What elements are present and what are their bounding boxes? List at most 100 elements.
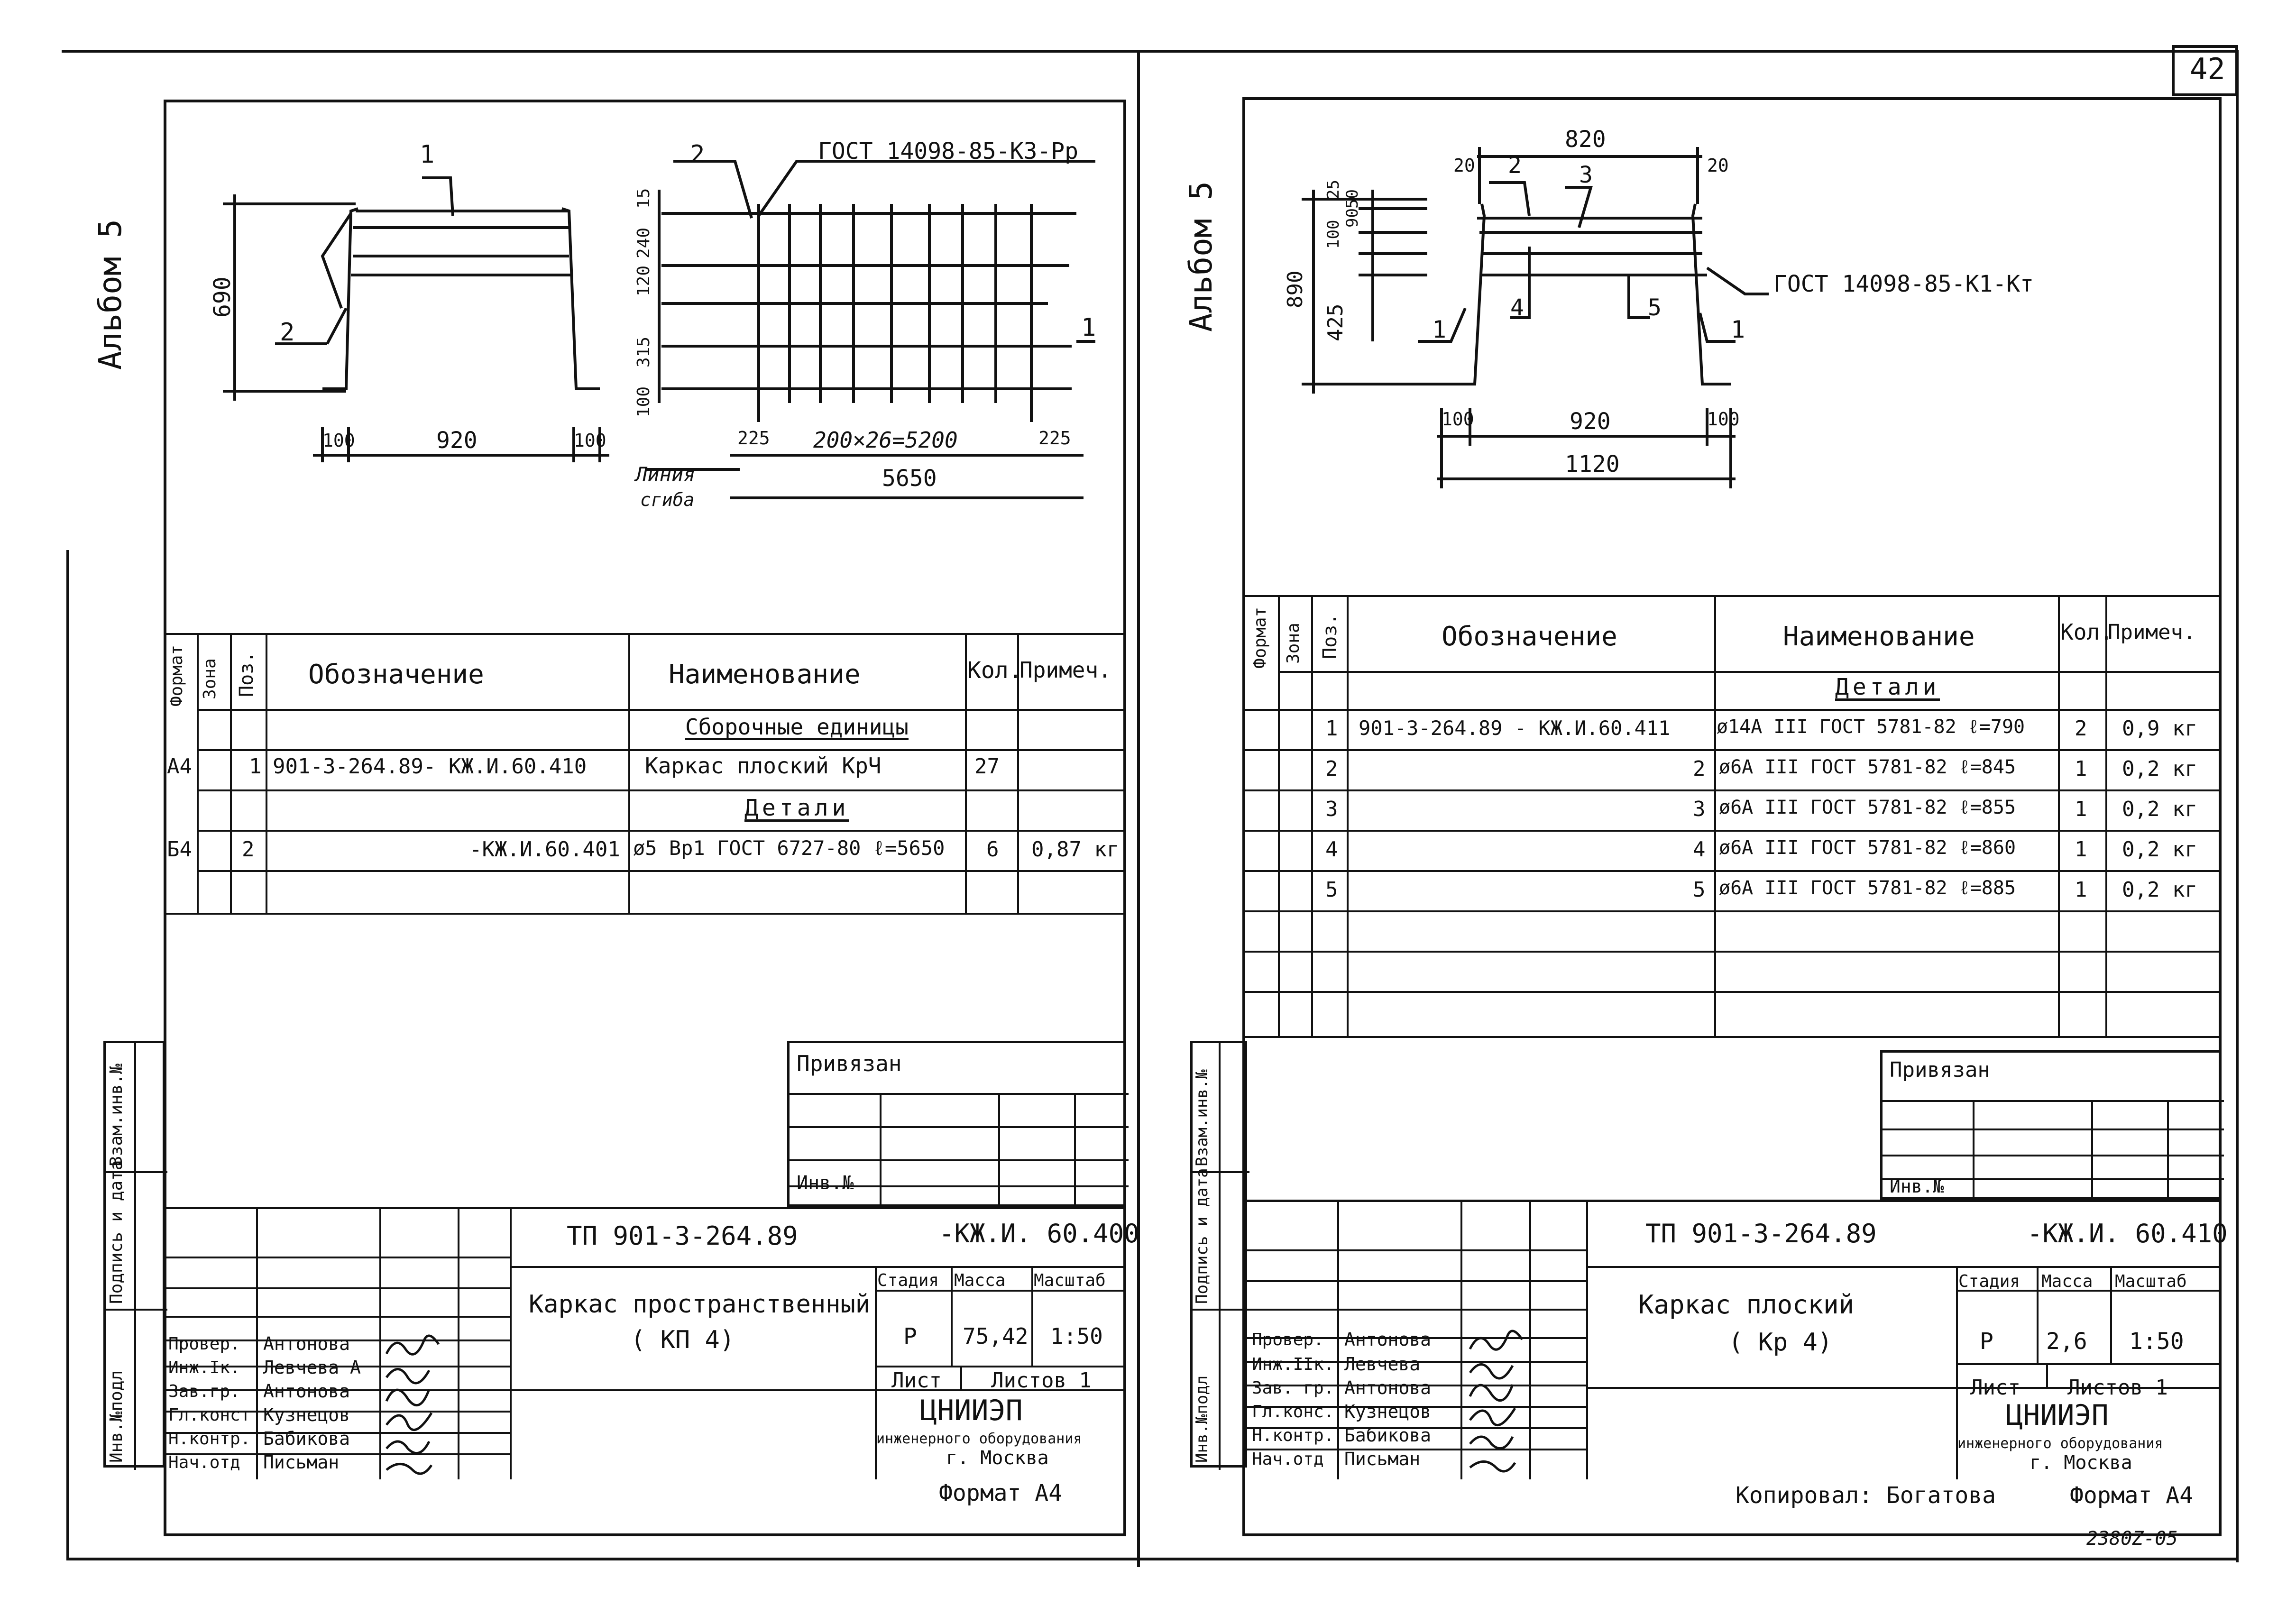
right-title-block (1245, 1200, 2222, 1479)
right-privyazan-label: Привязан (1890, 1058, 1990, 1082)
right-title-mass-h: Масса (2041, 1272, 2093, 1291)
right-title-format: Формат А4 (2070, 1482, 2194, 1509)
right-row-3-name: ø6А III ГОСТ 5781-82 ℓ=855 (1719, 797, 2016, 818)
left-role-1: Инж.Iк. (168, 1358, 240, 1377)
left-role-0-name: Антонова (263, 1333, 350, 1354)
left-gost-label: ГОСТ 14098-85-К3-Рр (818, 138, 1079, 165)
right-role-1-name: Левчева (1344, 1354, 1421, 1375)
left-role-2: Зав.гр. (168, 1382, 240, 1401)
left-title-sheet-code: -КЖ.И. 60.400 (939, 1219, 1139, 1248)
right-album-label: Альбом 5 (1183, 181, 1219, 332)
right-pos2-label: 2 (1508, 152, 1522, 179)
left-title-sheets: Листов 1 (991, 1368, 1092, 1393)
left-dim-120: 120 (634, 265, 653, 296)
left-dim-315: 315 (634, 336, 653, 367)
right-pos1a-label: 1 (1432, 316, 1447, 343)
left-col-qty: Кол. (967, 657, 1022, 684)
right-title-org2: инженерного оборудования (1957, 1435, 2163, 1452)
left-col-note: Примеч. (1019, 657, 1111, 683)
left-row-3-format: Б4 (167, 837, 192, 862)
left-role-5-name: Письман (263, 1452, 340, 1473)
right-role-0-name: Антонова (1344, 1329, 1432, 1350)
right-role-3-name: Кузнецов (1344, 1401, 1432, 1422)
right-pos4-label: 4 (1510, 294, 1524, 321)
right-title-mass: 2,6 (2046, 1328, 2087, 1355)
center-divider (1137, 50, 1140, 1567)
left-role-5: Нач.отд (168, 1453, 240, 1472)
left-dim-100: 100 (634, 386, 653, 417)
top-border-line (62, 50, 2238, 53)
right-inv-no-label: Инв.№ (1890, 1176, 1944, 1197)
right-row-1-designation: 901-3-264.89 - КЖ.И.60.411 (1359, 716, 1671, 740)
right-role-2: Зав. гр. (1252, 1378, 1334, 1398)
right-row-5-name: ø6А III ГОСТ 5781-82 ℓ=885 (1719, 877, 2016, 899)
left-album-label: Альбом 5 (92, 219, 129, 370)
right-row-1-note: 0,9 кг (2122, 716, 2197, 741)
right-dim-890: 890 (1283, 270, 1307, 308)
right-col-format: Формат (1250, 606, 1270, 669)
left-title-name2: ( КП 4) (631, 1326, 735, 1354)
right-title-stage: Р (1980, 1328, 1993, 1355)
right-drawing-frame (1242, 97, 2222, 1536)
left-title-mass: 75,42 (963, 1323, 1029, 1349)
left-title-org3: г. Москва (946, 1447, 1049, 1469)
right-divider (2236, 50, 2239, 1562)
right-title-sheet: Лист (1970, 1376, 2020, 1400)
stamp-number: 2380Z-05 (2086, 1528, 2178, 1550)
left-row-3-name: ø5 Вр1 ГОСТ 6727-80 ℓ=5650 (633, 836, 945, 860)
right-dim-100: 100 (1324, 220, 1343, 249)
left-dim-5650: 5650 (882, 465, 937, 492)
right-role-0: Провер. (1252, 1330, 1324, 1349)
right-row-2-pos: 2 (1325, 757, 1338, 781)
right-dim-25: 25 (1324, 180, 1343, 199)
left-side-label-c: Взам.инв.№ (107, 1064, 126, 1166)
right-side-label-a: Инв.№подл (1193, 1375, 1212, 1463)
right-dim-1120: 1120 (1565, 451, 1620, 477)
right-row-1-name: ø14А III ГОСТ 5781-82 ℓ=790 (1717, 716, 2025, 738)
right-side-label-b: Подпись и дата (1193, 1168, 1212, 1304)
right-row-4-pos: 4 (1325, 837, 1338, 862)
right-col-name: Наименование (1783, 621, 1975, 652)
right-dim-20b: 20 (1707, 155, 1729, 176)
left-role-1-name: Левчева А (263, 1357, 361, 1378)
right-row-2-note: 0,2 кг (2122, 757, 2197, 781)
right-title-org3: г. Москва (2030, 1452, 2132, 1474)
right-row-2-name: ø6А III ГОСТ 5781-82 ℓ=845 (1719, 756, 2016, 778)
page-number: 42 (2190, 52, 2225, 86)
page-number-box (2172, 45, 2238, 96)
left-role-4: Н.контр. (168, 1429, 251, 1449)
left-title-org2: инженерного оборудования (876, 1431, 1082, 1447)
left-pos2b-label: 2 (690, 140, 705, 169)
left-pos2-label: 2 (280, 318, 295, 347)
left-dim-spacing: 200×26=5200 (813, 427, 958, 453)
right-row-4-qty: 1 (2075, 837, 2087, 862)
left-row-2-name: Детали (744, 795, 850, 822)
right-row-3-note: 0,2 кг (2122, 797, 2197, 821)
left-row-3-designation: -КЖ.И.60.401 (469, 837, 620, 862)
left-side-label-b: Подпись и дата (107, 1160, 126, 1304)
right-dim-100b: 100 (1707, 409, 1740, 430)
left-col-format: Формат (167, 644, 186, 706)
right-dim-920: 920 (1570, 408, 1611, 435)
right-col-note: Примеч. (2108, 620, 2196, 644)
right-gost-label: ГОСТ 14098-85-К1-Кт (1773, 271, 2034, 297)
right-row-5-note: 0,2 кг (2122, 878, 2197, 902)
right-row-5-qty: 1 (2075, 878, 2087, 902)
right-row-2-qty: 1 (2075, 757, 2087, 781)
right-row-4-designation: 4 (1693, 837, 1706, 862)
right-row-4-note: 0,2 кг (2122, 837, 2197, 862)
left-role-4-name: Бабикова (263, 1428, 350, 1449)
left-role-3: Гл.конст (168, 1405, 251, 1425)
right-title-scale-h: Масштаб (2115, 1272, 2187, 1291)
left-dim-225a: 225 (737, 428, 770, 449)
left-title-sheet: Лист (891, 1368, 942, 1393)
right-side-label-c: Взам.инв.№ (1193, 1069, 1212, 1166)
left-col-designation: Обозначение (308, 659, 484, 690)
right-role-4-name: Бабикова (1344, 1425, 1432, 1446)
left-title-name1: Каркас пространственный (529, 1290, 871, 1319)
left-title-org1: ЦНИИЭП (920, 1394, 1023, 1427)
left-title-mass-h: Масса (954, 1271, 1006, 1290)
left-dim-690: 690 (209, 276, 236, 318)
right-col-zone: Зона (1284, 623, 1303, 664)
